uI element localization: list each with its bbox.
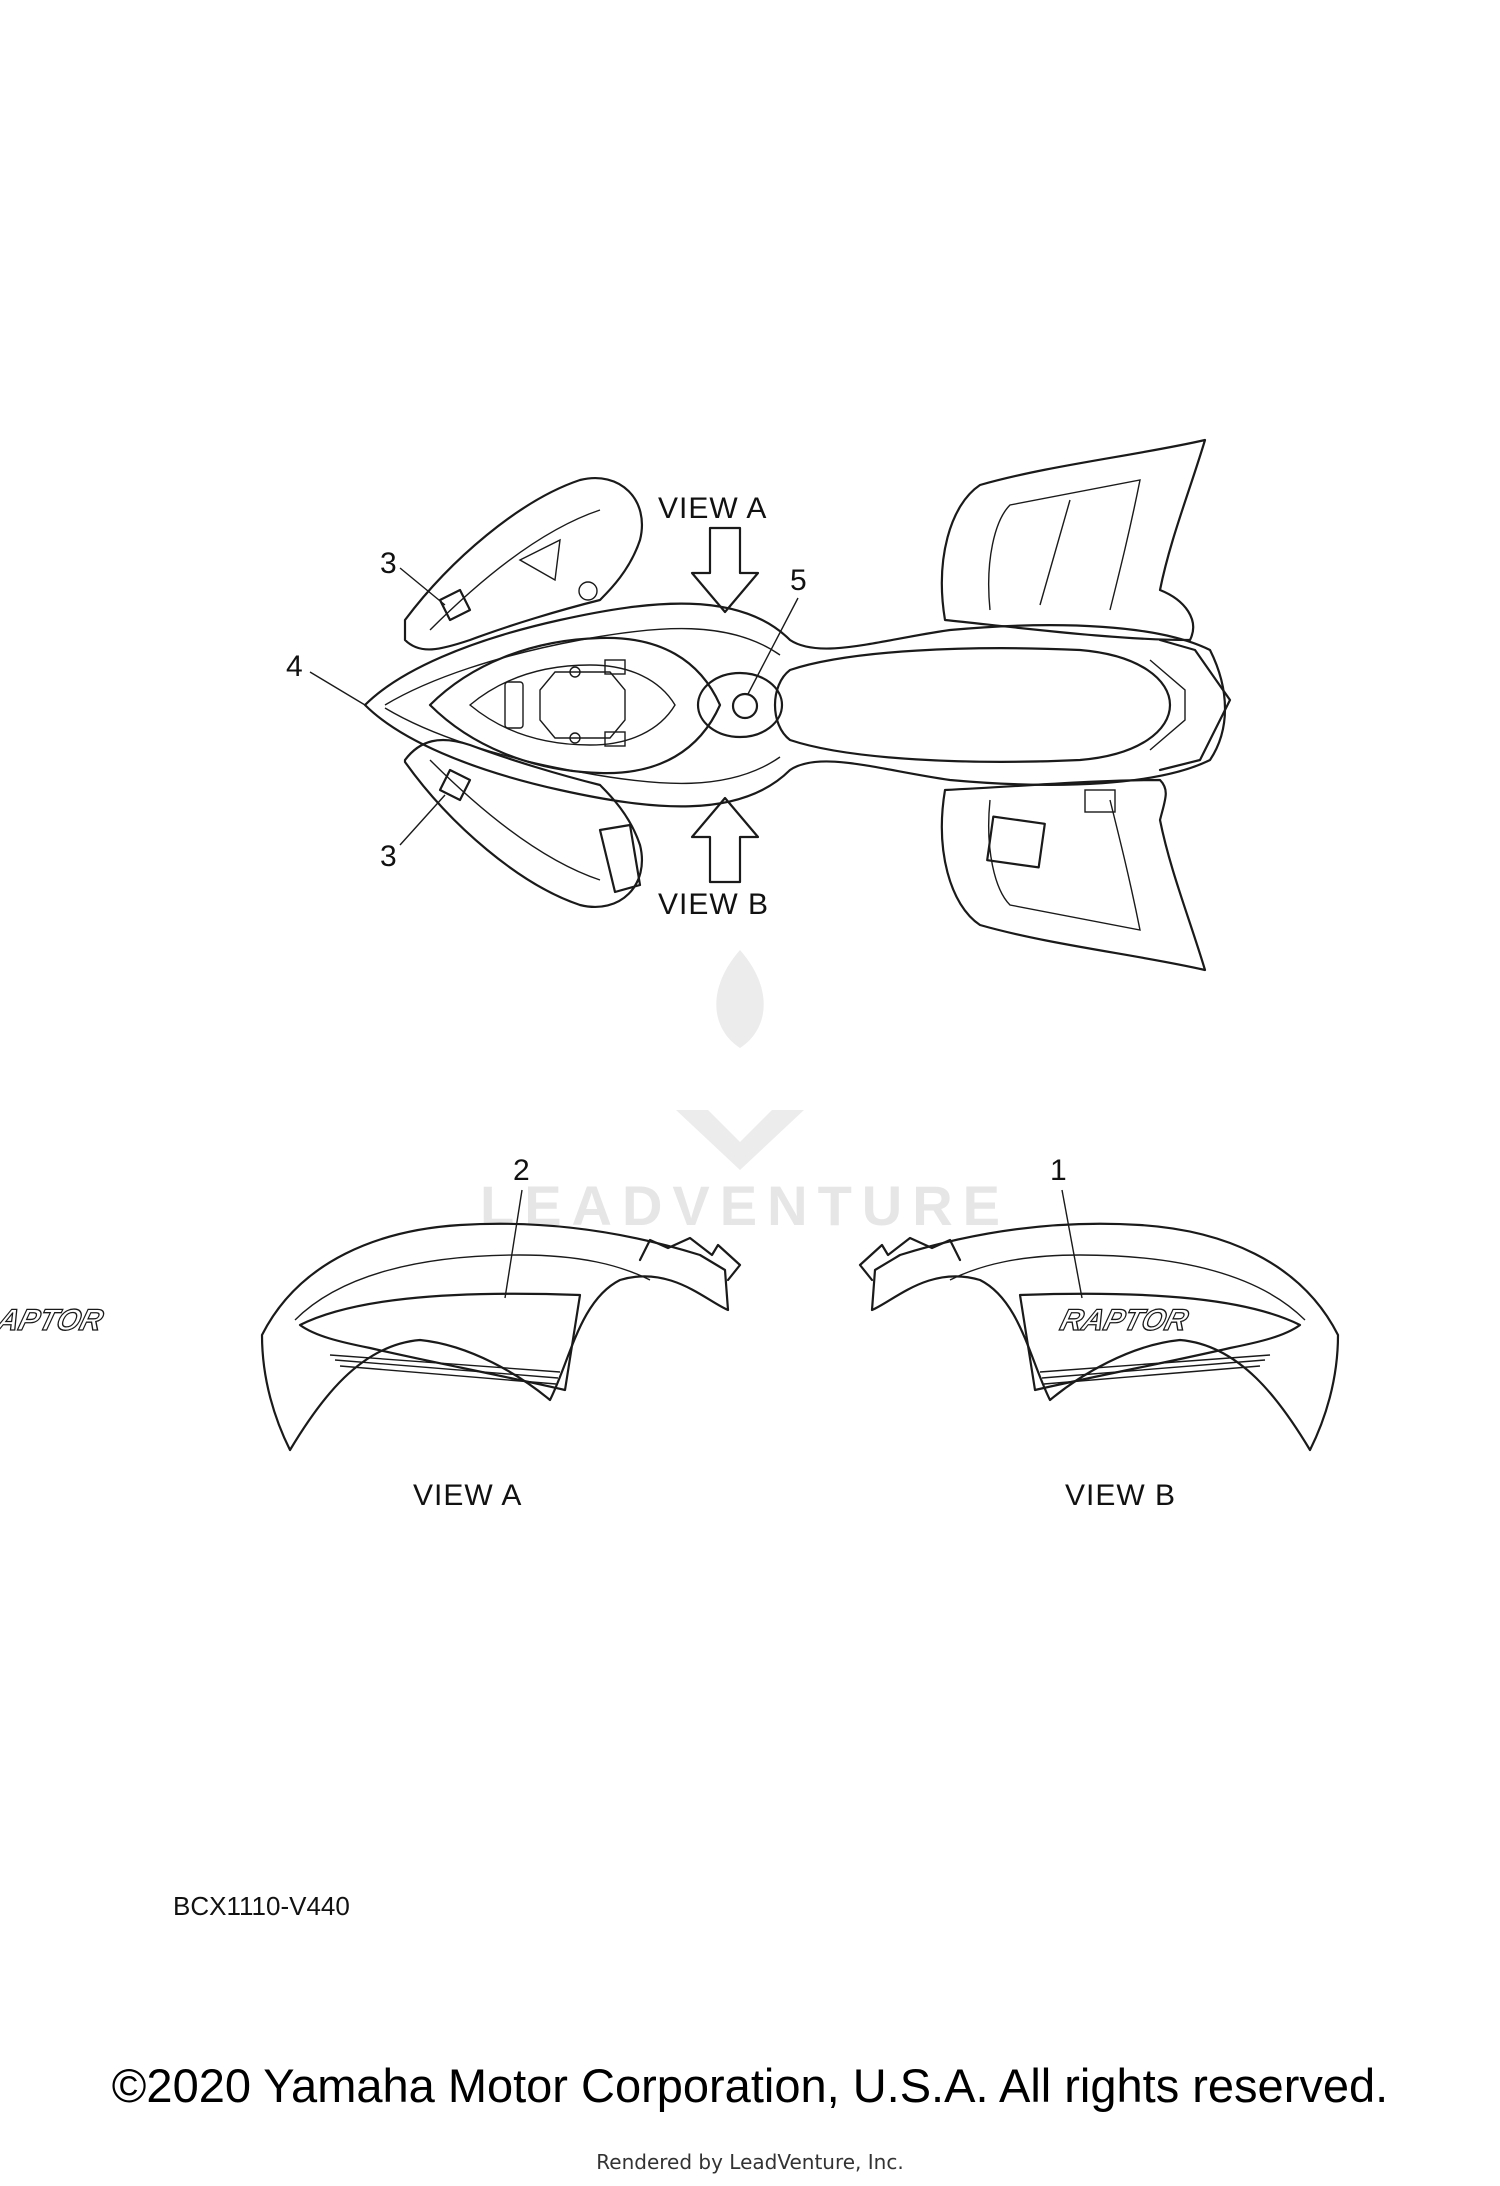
rear-end <box>1158 638 1232 772</box>
fuel-cap <box>731 692 759 720</box>
callout-3-top: 3 <box>380 547 397 580</box>
seat <box>773 647 1172 763</box>
view-b-caption: VIEW B <box>1065 1479 1176 1512</box>
leadventure-watermark: LEADVENTURE <box>480 950 1000 1237</box>
callout-5: 5 <box>790 564 807 597</box>
callout-1: 1 <box>1050 1154 1067 1187</box>
decal-2 <box>298 1292 582 1392</box>
tank-area <box>696 671 784 739</box>
decal-3-top <box>438 588 472 622</box>
decal-2-text: RAPTOR <box>0 1303 107 1336</box>
handlebar-area <box>428 636 722 775</box>
view-b-fender-outline <box>870 1222 1340 1452</box>
view-a-caption: VIEW A <box>413 1479 522 1512</box>
view-a-fender-outline <box>260 1222 730 1452</box>
rendered-by-notice: Rendered by LeadVenture, Inc. <box>596 2150 904 2174</box>
view-b-label-top: VIEW B <box>658 888 769 921</box>
decal-3-bottom <box>438 768 472 802</box>
callout-2: 2 <box>513 1154 530 1187</box>
view-a-label-top: VIEW A <box>658 492 767 525</box>
flame-icon <box>716 950 764 1048</box>
rear-left-fender <box>940 438 1207 642</box>
front-left-fender <box>403 477 643 651</box>
v-logo-icon <box>676 1110 804 1170</box>
main-body <box>363 602 1226 808</box>
view-a-fender: RAPTOR 2 VIEW A <box>0 1154 742 1512</box>
copyright-notice: ©2020 Yamaha Motor Corporation, U.S.A. A… <box>111 2059 1389 2112</box>
callout-3-bottom: 3 <box>380 840 397 873</box>
rear-right-fender <box>940 778 1207 972</box>
atv-top-view: VIEW A VIEW B 3 4 3 5 <box>286 438 1232 972</box>
front-right-fender <box>403 738 643 908</box>
callout-4: 4 <box>286 650 303 683</box>
view-a-arrow <box>690 526 760 614</box>
view-b-fender: RAPTOR 1 VIEW B <box>858 1154 1340 1512</box>
decal-1-text: RAPTOR <box>1057 1303 1192 1336</box>
part-code: BCX1110-V440 <box>173 1891 350 1921</box>
view-b-arrow <box>690 796 760 884</box>
